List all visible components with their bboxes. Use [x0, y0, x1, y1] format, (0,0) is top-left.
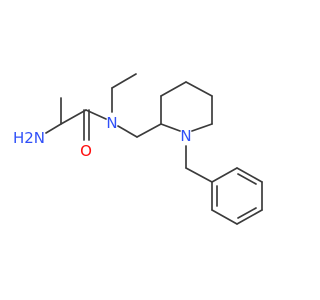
bond-calpha-carbonyl — [60, 109, 87, 125]
bond-phenyl-4-5 — [236, 209, 263, 225]
bond-phenyl-2-3 — [236, 167, 263, 183]
bond-calpha-amine — [45, 123, 62, 134]
bond-linker-ring-c2 — [136, 123, 162, 138]
bond-carbonyl-amide-n — [85, 109, 107, 120]
bond-phenyl-inner-a — [237, 173, 257, 185]
atom-label-amine: H2N — [13, 129, 45, 147]
bond-ring-c4-c5 — [185, 81, 213, 97]
bond-phenyl-1-2 — [211, 167, 238, 183]
bond-phenyl-5-6 — [211, 209, 238, 225]
molecule-structure: H2N O N N — [13, 73, 263, 225]
bond-ring-c6-n — [191, 123, 213, 132]
bonds — [45, 73, 263, 225]
bond-phenyl-inner-b — [237, 207, 257, 219]
atom-label-amide-nitrogen: N — [106, 114, 117, 132]
bond-benzyl-phenyl — [185, 167, 213, 183]
atom-label-ring-nitrogen: N — [180, 127, 191, 145]
bond-ring-n-c2 — [160, 123, 181, 132]
atom-labels: H2N O N N — [13, 114, 192, 160]
bond-amide-n-linker — [117, 125, 138, 138]
atom-label-oxygen: O — [80, 142, 92, 160]
bond-ethyl-methyl — [111, 73, 137, 89]
bond-ring-c3-c4 — [160, 81, 187, 97]
